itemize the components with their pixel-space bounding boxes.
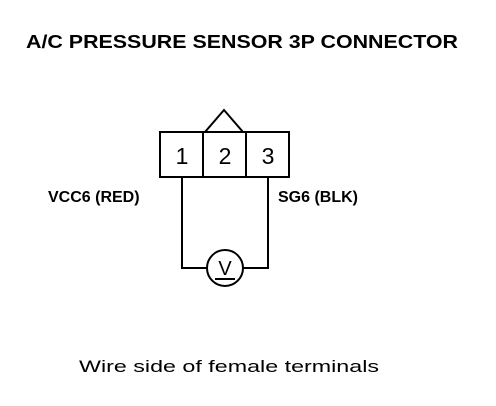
wire-label-sg6: SG6 (BLK) <box>278 189 358 206</box>
connector-lock-tab <box>204 108 244 133</box>
diagram-caption: Wire side of female terminals <box>79 357 379 376</box>
connector-pin-3-label: 3 <box>262 143 275 169</box>
probe-wire-pin-3 <box>243 177 269 269</box>
connector-pin-2-label: 2 <box>219 143 232 169</box>
connector-pin-1-label: 1 <box>176 143 189 169</box>
diagram-title: A/C PRESSURE SENSOR 3P CONNECTOR <box>26 32 458 52</box>
voltmeter-circuit <box>181 177 269 287</box>
probe-wire-pin-1 <box>181 177 207 269</box>
voltmeter-circle <box>206 249 244 287</box>
wire-label-vcc6: VCC6 (RED) <box>48 189 140 206</box>
voltmeter-symbol: V <box>218 258 232 280</box>
